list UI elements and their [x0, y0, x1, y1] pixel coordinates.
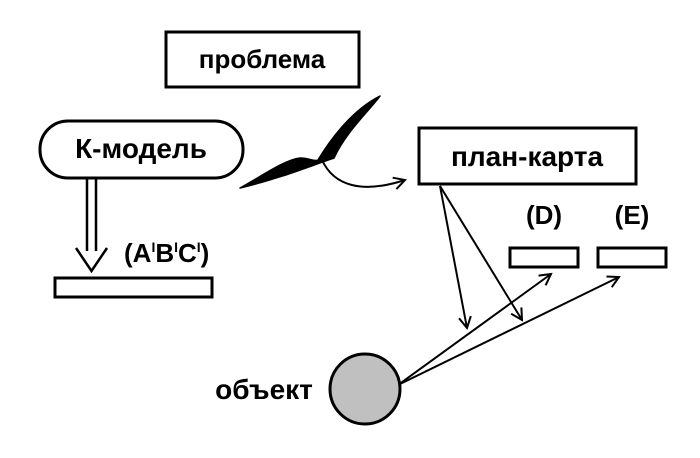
problem-box — [164, 30, 361, 89]
k-model-label: К-модель — [75, 133, 207, 164]
problem-label: проблема — [199, 44, 326, 74]
object-circle — [328, 352, 402, 426]
abc-label: (AIBICI) — [124, 238, 209, 268]
d-bar — [508, 246, 580, 269]
plan-arrow-1 — [439, 185, 467, 328]
plan-map-box — [417, 126, 638, 186]
k-model-arrow — [74, 178, 109, 274]
k-model-box — [38, 119, 245, 180]
problem-to-plan-arrow — [321, 159, 405, 187]
e-label: (E) — [615, 200, 650, 230]
e-bar — [596, 246, 668, 269]
plan-map-label: план-карта — [451, 141, 604, 172]
object-arrow-e — [397, 277, 619, 386]
problem-stroke — [239, 95, 381, 189]
plan-arrow-2 — [439, 185, 522, 320]
object-arrow-d — [397, 274, 551, 386]
abc-bar — [53, 276, 214, 299]
object-label: объект — [215, 374, 313, 405]
d-label: (D) — [526, 200, 562, 230]
